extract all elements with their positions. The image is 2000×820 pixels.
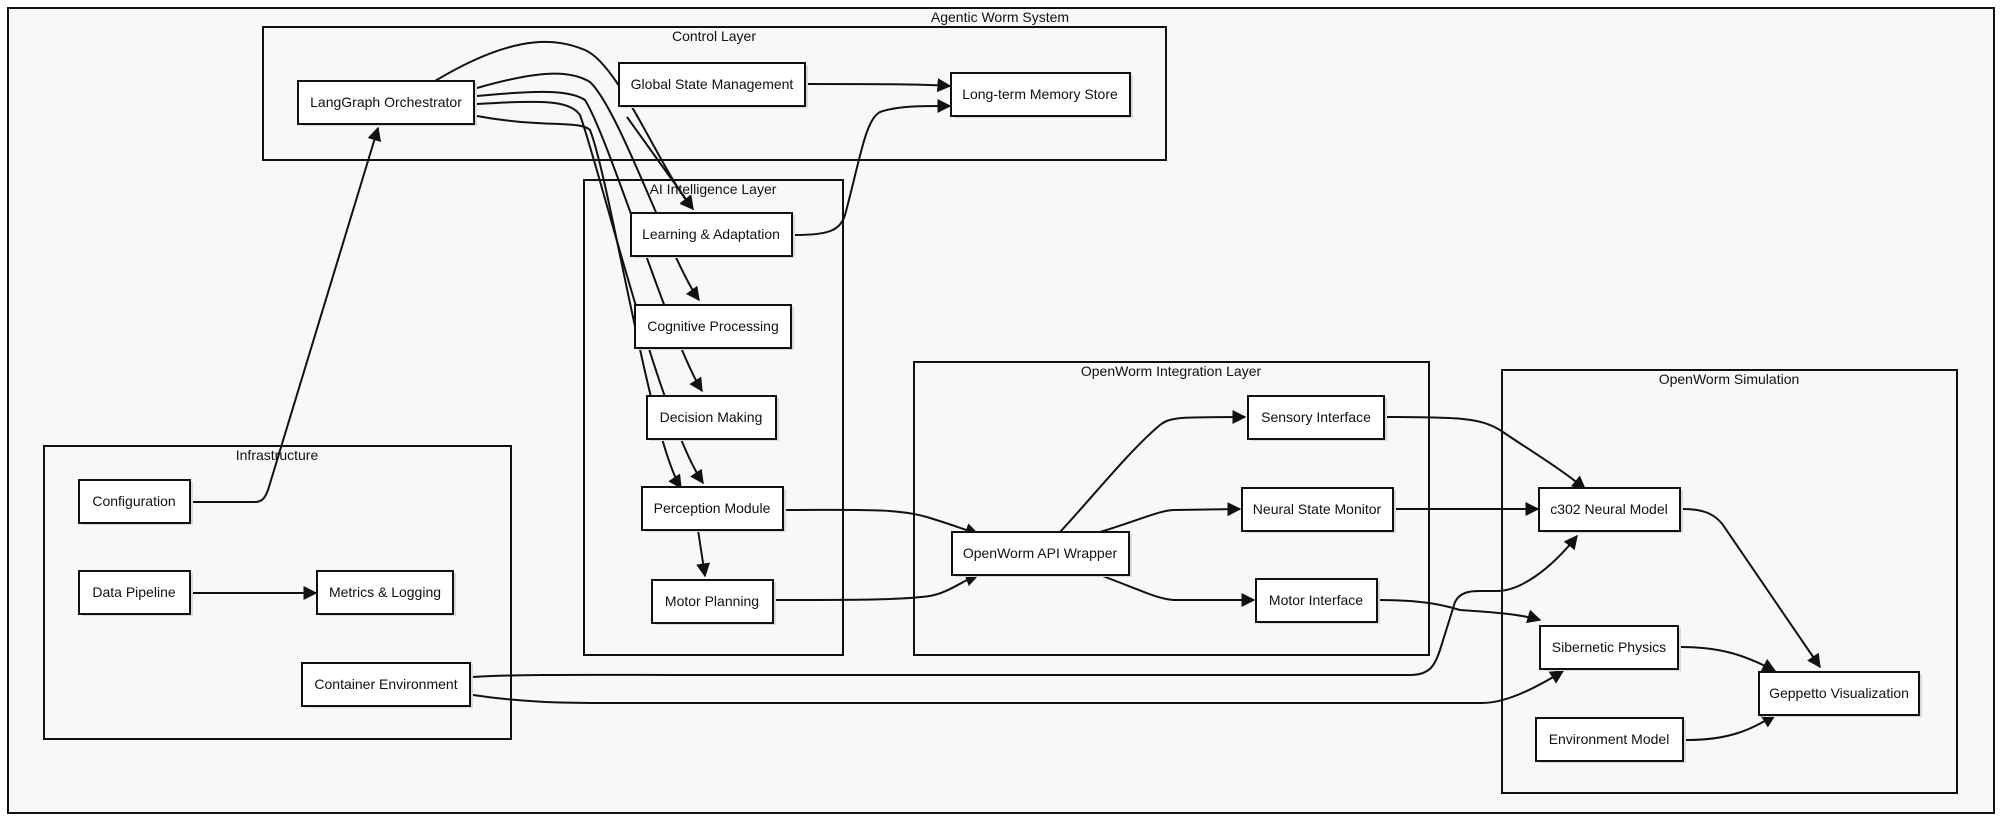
node-motor-planning[interactable]: Motor Planning	[651, 579, 776, 625]
node-decision-making[interactable]: Decision Making	[646, 395, 779, 441]
node-c302-neural-model-label: c302 Neural Model	[1550, 501, 1668, 517]
node-cognitive-processing-label: Cognitive Processing	[647, 318, 779, 334]
edge-perception-motor-planning	[696, 529, 711, 578]
edge-global-state-memory	[805, 78, 952, 93]
node-geppetto-visualization-label: Geppetto Visualization	[1769, 685, 1909, 701]
edge-sibernetic-geppetto	[1680, 646, 1777, 672]
node-sibernetic-physics[interactable]: Sibernetic Physics	[1539, 625, 1681, 671]
node-configuration-label: Configuration	[92, 493, 175, 509]
node-container-environment-label: Container Environment	[314, 676, 457, 692]
edge-environment-geppetto	[1685, 714, 1777, 741]
node-global-state-management-label: Global State Management	[631, 76, 794, 92]
edge-configuration-langgraph	[193, 126, 382, 503]
edge-motor-interface-sibernetic	[1376, 599, 1542, 624]
node-cognitive-processing[interactable]: Cognitive Processing	[634, 304, 794, 350]
edge-api-sensory	[1059, 410, 1247, 533]
node-langgraph-orchestrator-label: LangGraph Orchestrator	[310, 94, 462, 110]
edge-global-state-learning	[626, 116, 694, 211]
node-data-pipeline[interactable]: Data Pipeline	[78, 570, 193, 616]
node-neural-state-monitor[interactable]: Neural State Monitor	[1241, 487, 1396, 533]
edge-motor-planning-api	[774, 573, 980, 601]
group-ai-intelligence-layer-label: AI Intelligence Layer	[650, 181, 777, 197]
system-title: Agentic Worm System	[931, 9, 1069, 25]
node-long-term-memory-store[interactable]: Long-term Memory Store	[950, 72, 1133, 118]
node-environment-model-label: Environment Model	[1549, 731, 1670, 747]
group-infrastructure-label: Infrastructure	[236, 447, 319, 463]
node-motor-planning-label: Motor Planning	[665, 593, 759, 609]
group-openworm-simulation-label: OpenWorm Simulation	[1659, 371, 1800, 387]
node-langgraph-orchestrator[interactable]: LangGraph Orchestrator	[297, 80, 477, 126]
node-sensory-interface[interactable]: Sensory Interface	[1247, 395, 1387, 441]
node-metrics-logging-label: Metrics & Logging	[329, 584, 441, 600]
edge-perception-api	[783, 508, 980, 537]
node-neural-state-monitor-label: Neural State Monitor	[1253, 501, 1382, 517]
group-openworm-integration-layer-label: OpenWorm Integration Layer	[1081, 363, 1262, 379]
node-motor-interface[interactable]: Motor Interface	[1255, 578, 1380, 624]
node-openworm-api-wrapper[interactable]: OpenWorm API Wrapper	[951, 531, 1132, 577]
node-sensory-interface-label: Sensory Interface	[1261, 409, 1371, 425]
edge-langgraph-learning	[434, 40, 694, 211]
edge-c302-geppetto	[1682, 508, 1821, 669]
node-long-term-memory-store-label: Long-term Memory Store	[962, 86, 1118, 102]
group-control-layer-label: Control Layer	[672, 28, 756, 44]
edge-learning-memory	[794, 98, 952, 236]
node-environment-model[interactable]: Environment Model	[1535, 717, 1686, 763]
node-configuration[interactable]: Configuration	[78, 479, 193, 525]
node-container-environment[interactable]: Container Environment	[301, 662, 473, 708]
node-global-state-management[interactable]: Global State Management	[618, 62, 808, 108]
node-perception-module-label: Perception Module	[654, 500, 771, 516]
edge-container-c302	[472, 534, 1578, 678]
edge-container-sibernetic	[472, 670, 1565, 704]
node-decision-making-label: Decision Making	[660, 409, 763, 425]
node-c302-neural-model[interactable]: c302 Neural Model	[1538, 487, 1683, 533]
node-metrics-logging[interactable]: Metrics & Logging	[316, 570, 456, 616]
node-motor-interface-label: Motor Interface	[1269, 592, 1363, 608]
edge-sensory-c302	[1383, 416, 1587, 490]
node-openworm-api-wrapper-label: OpenWorm API Wrapper	[963, 545, 1118, 561]
edge-api-motor-interface	[1099, 574, 1256, 607]
node-geppetto-visualization[interactable]: Geppetto Visualization	[1758, 671, 1922, 717]
node-perception-module[interactable]: Perception Module	[641, 486, 786, 532]
node-sibernetic-physics-label: Sibernetic Physics	[1552, 639, 1666, 655]
node-data-pipeline-label: Data Pipeline	[92, 584, 175, 600]
node-learning-adaptation-label: Learning & Adaptation	[642, 226, 780, 242]
edge-api-neural-monitor	[1099, 502, 1242, 533]
node-learning-adaptation[interactable]: Learning & Adaptation	[630, 212, 795, 258]
nodes: LangGraph Orchestrator Global State Mana…	[78, 62, 1922, 763]
